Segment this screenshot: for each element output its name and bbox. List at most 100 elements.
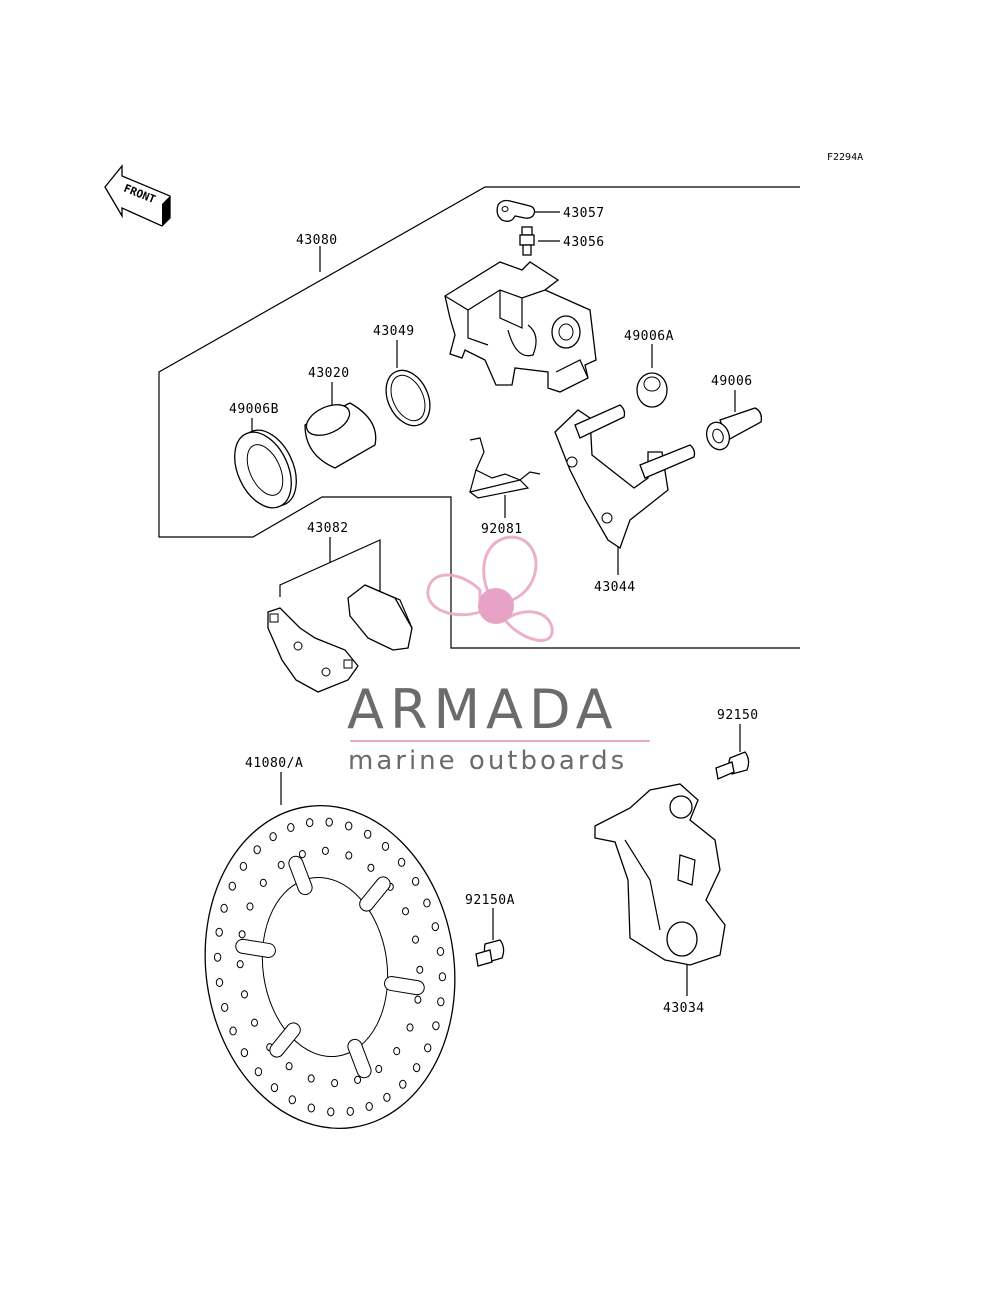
disc-hole: [253, 845, 261, 855]
disc-hole: [215, 978, 224, 987]
disc-slot: [235, 938, 276, 958]
part-label-49006A: 49006A: [624, 329, 674, 344]
disc-hole: [269, 832, 277, 842]
watermark-subtitle: marine outboards: [348, 746, 627, 776]
part-label-41080A: 41080/A: [245, 756, 303, 771]
disc-slot: [359, 876, 391, 912]
disc-hole: [411, 876, 420, 886]
disc-hole: [437, 997, 445, 1007]
disc-hole: [277, 860, 285, 870]
disc-hole: [307, 1074, 315, 1083]
disc-hole: [213, 952, 222, 962]
bleeder-cap-43057: [496, 199, 536, 222]
disc-hole: [240, 1048, 249, 1058]
part-label-49006B: 49006B: [229, 402, 279, 417]
disc-hole: [331, 1079, 339, 1088]
bolt-92150: [715, 751, 750, 780]
disc-hole: [412, 935, 419, 944]
disc-hole: [393, 1047, 401, 1056]
propeller-logo-icon: [426, 535, 554, 642]
disc-hole: [354, 1075, 362, 1085]
disc-hole: [414, 995, 422, 1004]
part-label-43020: 43020: [308, 366, 350, 381]
boot-49006A: [636, 372, 668, 408]
disc-hole: [383, 1092, 391, 1102]
disc-hole: [228, 881, 237, 891]
pin-boot-49006: [705, 407, 763, 451]
disc-hole: [236, 960, 244, 969]
brake-pads-43082: [267, 584, 413, 693]
disc-hole: [220, 903, 228, 913]
disc-hole: [412, 1063, 421, 1073]
disc-hole: [259, 878, 267, 888]
part-label-92081: 92081: [481, 522, 523, 537]
disc-hole: [239, 861, 248, 871]
part-number-labels: 43080 43057 43056 43049 43020 49006B 490…: [229, 206, 759, 1016]
dust-seal-49006B: [234, 429, 297, 509]
part-label-92150: 92150: [717, 708, 759, 723]
disc-hole: [270, 1083, 279, 1093]
disc-hole: [251, 1018, 258, 1027]
disc-hole: [416, 965, 424, 974]
disc-hole: [306, 818, 314, 828]
disc-hole: [436, 947, 445, 956]
disc-hole: [246, 902, 254, 911]
disc-hole: [424, 1043, 432, 1053]
brake-disc-41080A: [204, 805, 456, 1129]
part-label-43080: 43080: [296, 233, 338, 248]
assembly-outline: [158, 186, 800, 649]
disc-hole: [345, 851, 353, 860]
disc-slot: [269, 1022, 301, 1058]
disc-hole: [397, 857, 406, 867]
disc-hole: [288, 1095, 296, 1105]
disc-hole: [399, 1079, 407, 1089]
drawing-id: F2294A: [827, 152, 863, 163]
disc-hole: [432, 1021, 440, 1031]
disc-hole: [423, 898, 431, 908]
part-label-92150A: 92150A: [465, 893, 515, 908]
disc-hole: [367, 863, 375, 872]
leader-lines: [251, 211, 741, 996]
part-label-43049: 43049: [373, 324, 415, 339]
disc-hole: [285, 1062, 293, 1071]
disc-hole: [238, 930, 246, 939]
disc-hole: [406, 1023, 414, 1032]
front-direction-arrow-icon: FRONT: [104, 164, 171, 227]
piston-seal-43049: [385, 369, 431, 427]
disc-hole: [438, 972, 447, 982]
disc-slot: [288, 855, 313, 896]
part-label-43044: 43044: [594, 580, 636, 595]
bleeder-valve-43056: [519, 226, 535, 256]
disc-hole: [298, 850, 306, 859]
disc-hole: [325, 817, 333, 827]
part-label-43056: 43056: [563, 235, 605, 250]
disc-hole: [254, 1067, 263, 1077]
disc-hole: [381, 841, 390, 851]
caliper-bracket-43044: [554, 404, 696, 550]
disc-hole: [346, 1106, 354, 1116]
disc-hole: [307, 1103, 315, 1113]
disc-hole: [215, 927, 223, 937]
disc-hole: [241, 990, 248, 999]
part-label-43057: 43057: [563, 206, 605, 221]
disc-slot: [347, 1038, 372, 1079]
disc-hole: [345, 821, 353, 831]
watermark: ARMADA marine outboards: [347, 535, 650, 776]
disc-hole: [431, 922, 439, 932]
disc-hole: [229, 1026, 237, 1036]
part-label-43034: 43034: [663, 1001, 705, 1016]
disc-slot: [384, 976, 425, 996]
part-label-43082: 43082: [307, 521, 349, 536]
disc-hole: [364, 829, 372, 839]
watermark-title: ARMADA: [347, 678, 619, 741]
disc-hole: [321, 846, 329, 856]
caliper-mount-bracket-43034: [594, 783, 726, 966]
disc-hole: [375, 1064, 383, 1074]
pad-spring-92081: [468, 437, 541, 499]
disc-hole: [287, 823, 295, 832]
piston-43020: [304, 402, 377, 469]
disc-hole: [365, 1102, 373, 1111]
bolt-92150A: [475, 939, 505, 967]
disc-hole: [327, 1107, 335, 1117]
